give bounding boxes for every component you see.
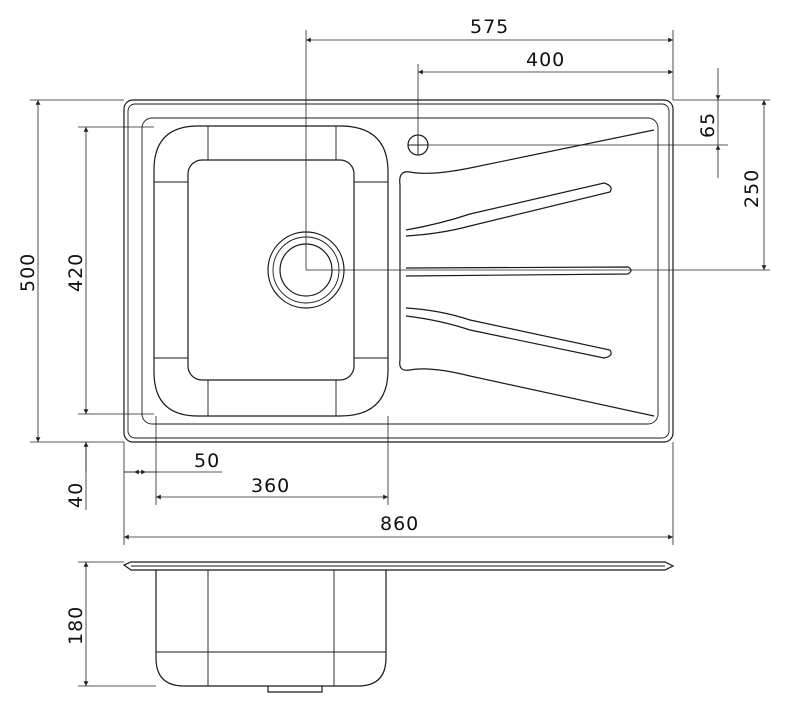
dim-label-860: 860 bbox=[380, 513, 419, 535]
sink-deck bbox=[141, 117, 659, 425]
drainer-groove-top bbox=[405, 182, 612, 237]
side-rim bbox=[122, 561, 675, 571]
dim-label-360: 360 bbox=[251, 475, 290, 497]
dim-label-400: 400 bbox=[526, 49, 565, 71]
sink-outer-rim bbox=[123, 99, 674, 443]
side-bowl bbox=[155, 570, 387, 687]
dim-label-575: 575 bbox=[470, 16, 509, 38]
drainer-groove-bottom bbox=[405, 307, 612, 359]
dim-label-50: 50 bbox=[194, 450, 220, 472]
dim-label-180: 180 bbox=[65, 606, 87, 645]
sink-inner-rim bbox=[127, 103, 670, 439]
side-drain-stub bbox=[267, 686, 323, 693]
dim-label-250: 250 bbox=[741, 169, 763, 208]
dim-label-65: 65 bbox=[697, 112, 719, 138]
drainer-groove-middle bbox=[405, 266, 632, 277]
dim-label-420: 420 bbox=[65, 253, 87, 292]
top-view: 575 400 65 250 500 420 40 50 360 86 bbox=[17, 16, 770, 545]
drainer-board bbox=[399, 129, 655, 417]
bowl-outer bbox=[153, 125, 389, 417]
dim-label-40: 40 bbox=[65, 482, 87, 508]
dim-label-500: 500 bbox=[17, 253, 39, 292]
side-view: 180 bbox=[65, 561, 675, 693]
